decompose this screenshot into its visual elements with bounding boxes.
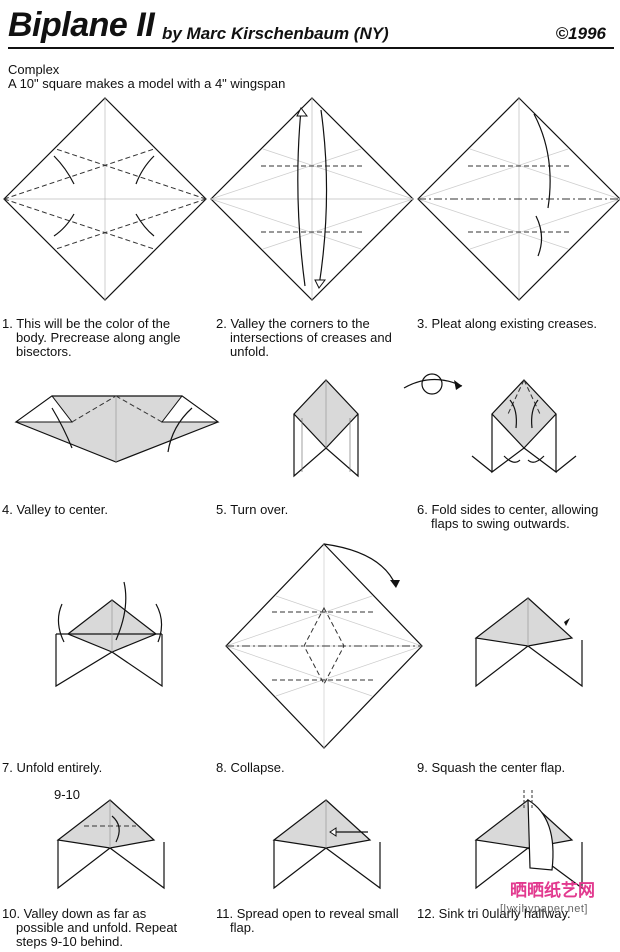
diagram-step-6	[403, 373, 577, 474]
watermark-url: [lyxjhypaper.net]	[500, 903, 588, 915]
caption-step-5: 5. Turn over.	[216, 502, 289, 517]
diagram-step-1	[3, 97, 207, 301]
header-rule	[8, 47, 614, 49]
watermark-logo: 晒晒纸艺网	[510, 881, 595, 901]
diagram-step-4	[14, 395, 220, 463]
size-note: A 10" square makes a model with a 4" win…	[8, 76, 286, 91]
caption-step-12: 12. Sink tri 0ularly halfway.	[417, 906, 571, 921]
caption-step-3: 3. Pleat along existing creases.	[417, 316, 597, 331]
diagram-step-8	[225, 543, 423, 749]
page-title: Biplane II	[8, 6, 155, 44]
diagram-step-9	[474, 597, 583, 688]
caption-step-7: 7. Unfold entirely.	[2, 760, 103, 775]
diagram-step-11	[272, 799, 381, 890]
caption-step-9: 9. Squash the center flap.	[417, 760, 566, 775]
diagram-step-3	[417, 97, 620, 301]
diagram-step-10	[56, 799, 165, 890]
caption-step-8: 8. Collapse.	[216, 760, 285, 775]
caption-step-4: 4. Valley to center.	[2, 502, 108, 517]
diagram-step-2	[210, 97, 414, 301]
diagram-step-12	[474, 790, 583, 890]
diagram-step-7	[55, 581, 163, 688]
step-10-repeat-marker: 9-10	[54, 787, 81, 802]
difficulty-label: Complex	[8, 62, 60, 77]
author-byline: by Marc Kirschenbaum (NY)	[162, 24, 389, 43]
diagram-step-5	[293, 379, 359, 478]
copyright: ©1996	[555, 24, 606, 43]
